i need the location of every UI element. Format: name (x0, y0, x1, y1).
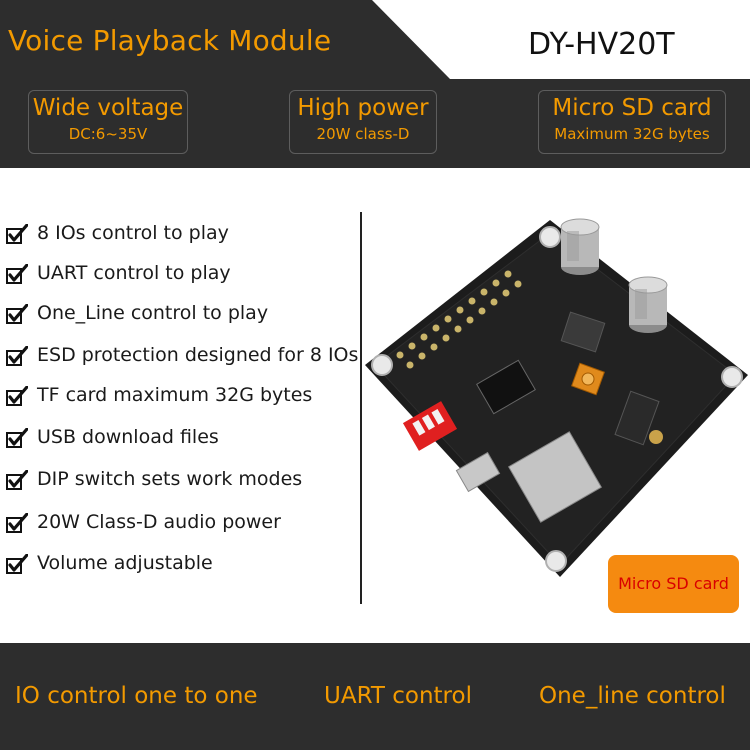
checkmark-icon (6, 513, 28, 533)
feature-subtitle: DC:6~35V (68, 125, 148, 143)
module-board-photo (365, 218, 748, 577)
pin-header (396, 270, 522, 369)
feature-high-power: High power 20W class-D (289, 90, 437, 154)
list-item-label: ESD protection designed for 8 IOs (37, 344, 359, 366)
feature-title: High power (297, 95, 429, 121)
mounting-hole (721, 366, 743, 388)
control-mode-uart: UART control (324, 683, 472, 709)
feature-subtitle: Maximum 32G bytes (554, 125, 710, 143)
header-band: DY-HV20T Voice Playback Module Wide volt… (0, 0, 750, 168)
checkmark-icon (6, 386, 28, 406)
feature-wide-voltage: Wide voltage DC:6~35V (28, 90, 188, 154)
control-mode-io: IO control one to one (15, 683, 258, 709)
list-item-label: 20W Class-D audio power (37, 511, 281, 533)
checkmark-icon (6, 428, 28, 448)
list-item-label: TF card maximum 32G bytes (37, 384, 313, 406)
audio-jack (614, 390, 660, 446)
vertical-divider (360, 212, 362, 604)
feature-title: Micro SD card (552, 95, 712, 121)
usb-port (455, 451, 501, 493)
amplifier-chip (476, 359, 536, 415)
feature-micro-sd: Micro SD card Maximum 32G bytes (538, 90, 726, 154)
feature-subtitle: 20W class-D (316, 125, 410, 143)
model-name: DY-HV20T (528, 27, 675, 62)
page-title: Voice Playback Module (8, 24, 332, 57)
checkmark-icon (6, 554, 28, 574)
control-mode-one-line: One_line control (539, 683, 726, 709)
checkmark-icon (6, 304, 28, 324)
checkmark-icon (6, 346, 28, 366)
mounting-hole (371, 354, 393, 376)
feature-title: Wide voltage (32, 95, 184, 121)
list-item-label: 8 IOs control to play (37, 222, 229, 244)
mounting-hole (539, 226, 561, 248)
capacitor (628, 276, 668, 333)
model-panel: DY-HV20T (0, 0, 750, 80)
mounting-hole (545, 550, 567, 572)
list-item-label: DIP switch sets work modes (37, 468, 303, 490)
checkmark-icon (6, 264, 28, 284)
sd-card-slot (508, 431, 602, 523)
list-item-label: One_Line control to play (37, 302, 269, 324)
checkmark-icon (6, 224, 28, 244)
inductor (560, 311, 606, 353)
footer-band: IO control one to one UART control One_l… (0, 643, 750, 750)
list-item-label: Volume adjustable (37, 552, 213, 574)
checkmark-icon (6, 470, 28, 490)
sd-card-callout: Micro SD card (608, 555, 739, 613)
list-item-label: UART control to play (37, 262, 231, 284)
list-item-label: USB download files (37, 426, 219, 448)
capacitor (560, 218, 600, 275)
